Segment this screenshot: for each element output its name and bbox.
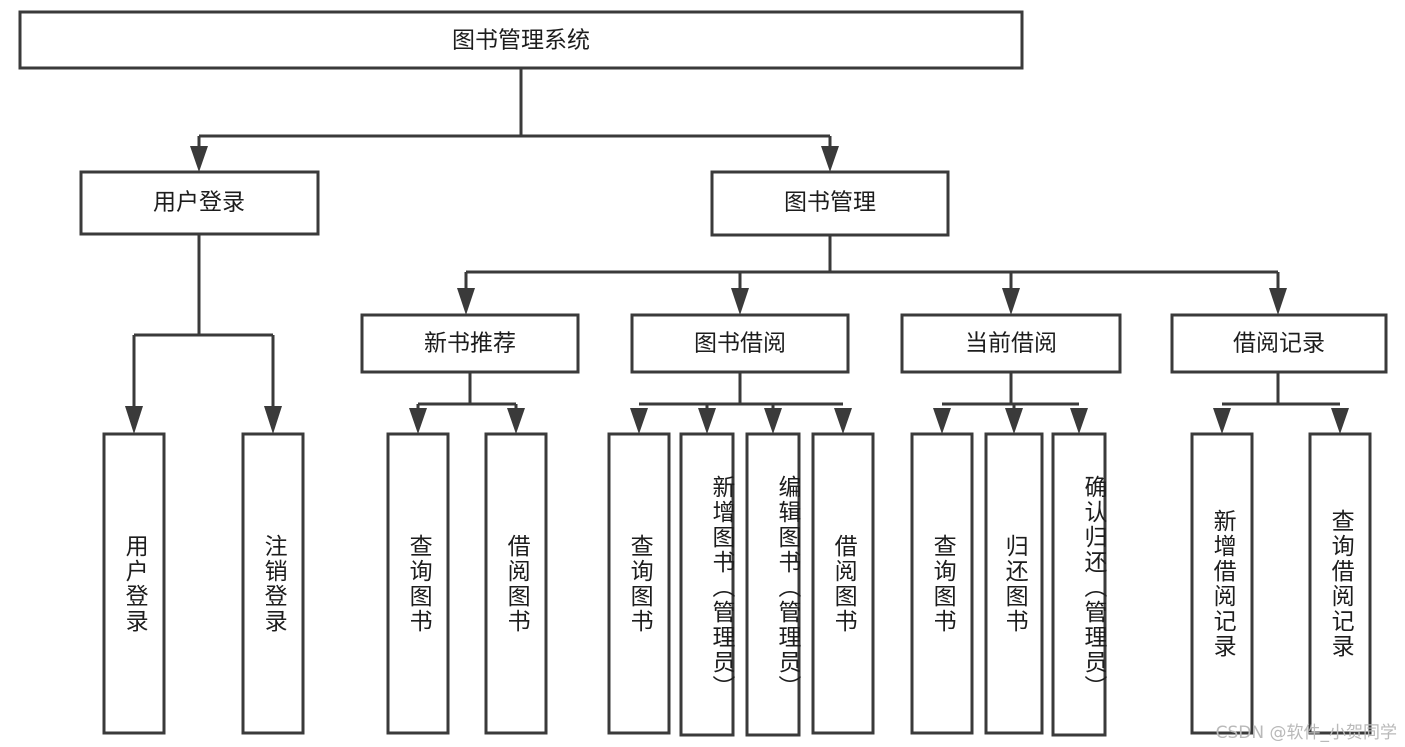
node-box-leaf-borrow-book[interactable]: [811, 432, 875, 735]
arrow-head-current-to-leaf2: [1005, 408, 1023, 434]
connector-group-records: [1213, 372, 1349, 434]
arrow-head-records-to-leaf2: [1331, 408, 1349, 434]
node-box-leaf-edit-book-admin[interactable]: [745, 432, 801, 737]
node-box-borrow-records[interactable]: [1170, 313, 1388, 374]
arrow-head-new-book-to-leaf1: [409, 408, 427, 434]
node-label-borrow-records: 借阅记录: [1233, 331, 1325, 357]
arrow-head-borrow-to-leaf2: [698, 408, 716, 434]
node-box-leaf-add-book-admin[interactable]: [679, 432, 735, 737]
node-label-user-login: 用户登录: [153, 190, 245, 216]
node-box-leaf-return-book[interactable]: [984, 432, 1044, 735]
node-label-current-borrow: 当前借阅: [965, 331, 1057, 357]
connector-group-user-login: [125, 234, 282, 434]
node-label-root: 图书管理系统: [452, 28, 590, 54]
node-box-leaf-borrow-book-rec[interactable]: [484, 432, 548, 735]
arrow-head-current-to-leaf3: [1070, 408, 1088, 434]
arrow-head-records-to-leaf1: [1213, 408, 1231, 434]
arrow-head-book-mgmt-to-new-book: [457, 288, 475, 315]
node-box-leaf-logout[interactable]: [241, 432, 305, 735]
arrow-head-book-mgmt-to-borrow: [731, 288, 749, 315]
node-box-leaf-add-borrow-record[interactable]: [1190, 432, 1254, 735]
connector-group-new-book: [409, 372, 525, 434]
node-box-user-login[interactable]: [79, 170, 320, 236]
arrow-head-borrow-to-leaf4: [834, 408, 852, 434]
node-box-current-borrow[interactable]: [900, 313, 1122, 374]
arrow-head-new-book-to-leaf2: [507, 408, 525, 434]
node-label-book-borrow: 图书借阅: [694, 331, 786, 357]
arrow-head-borrow-to-leaf3: [764, 408, 782, 434]
connector-group-root: [190, 68, 839, 172]
node-box-leaf-confirm-return-admin[interactable]: [1051, 432, 1107, 737]
node-box-root[interactable]: [18, 10, 1024, 70]
connector-group-current: [933, 372, 1088, 434]
node-box-book-management[interactable]: [710, 170, 950, 237]
arrow-head-current-to-leaf1: [933, 408, 951, 434]
node-box-new-book-recommend[interactable]: [360, 313, 580, 374]
node-box-leaf-query-book-current[interactable]: [910, 432, 974, 735]
node-label-new-book-recommend: 新书推荐: [424, 331, 516, 357]
arrow-head-user-login-to-leaf2: [264, 406, 282, 434]
node-box-book-borrow[interactable]: [630, 313, 850, 374]
connector-group-book-mgmt: [457, 235, 1287, 315]
arrow-head-borrow-to-leaf1: [630, 408, 648, 434]
arrow-head-root-to-user-login: [190, 146, 208, 172]
arrow-head-book-mgmt-to-records: [1269, 288, 1287, 315]
arrow-head-book-mgmt-to-current: [1002, 288, 1020, 315]
node-label-book-management: 图书管理: [784, 190, 876, 216]
arrow-head-root-to-book-mgmt: [821, 146, 839, 172]
connector-group-borrow: [630, 372, 852, 434]
csdn-watermark: CSDN @软件_小贺同学: [1215, 723, 1397, 743]
node-box-leaf-user-login[interactable]: [102, 432, 166, 735]
arrow-head-user-login-to-leaf1: [125, 406, 143, 434]
node-box-leaf-query-book-borrow[interactable]: [607, 432, 671, 735]
node-box-leaf-query-book-rec[interactable]: [386, 432, 450, 735]
node-box-leaf-query-borrow-record[interactable]: [1308, 432, 1372, 735]
